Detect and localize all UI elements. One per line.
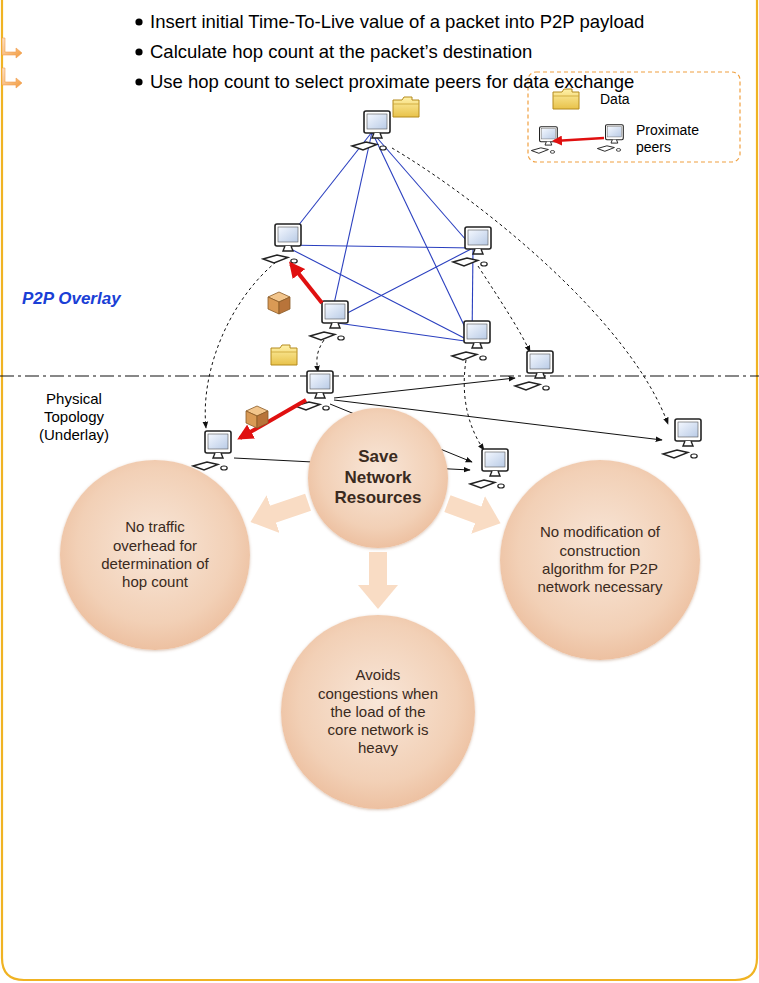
bullet-dot	[135, 48, 142, 55]
peer-computer	[310, 301, 348, 340]
overlay-peers	[263, 111, 491, 360]
step-arrow-icon	[2, 68, 22, 88]
peer-computer	[263, 224, 301, 263]
step-text: Insert initial Time-To-Live value of a p…	[150, 11, 644, 33]
block-arrow	[369, 552, 387, 587]
mapping-line	[205, 262, 276, 428]
overlay-link	[283, 245, 473, 248]
host-computer	[193, 431, 231, 470]
underlay-links	[234, 378, 662, 470]
circle-text: Avoids congestions when the load of the …	[317, 666, 439, 757]
overlay-link	[330, 132, 372, 322]
mapping-line	[464, 360, 484, 450]
peer-computer	[452, 321, 490, 360]
step-text: Calculate hop count at the packet’s dest…	[150, 41, 532, 63]
block-arrow	[447, 504, 480, 516]
goal-circle: Save Network Resources	[308, 408, 448, 548]
mapping-line	[392, 148, 668, 424]
packet-icon	[268, 292, 290, 314]
proximate-peer-arrow	[291, 264, 322, 303]
mapping-line	[317, 340, 324, 372]
mapping-lines	[205, 148, 668, 450]
overlay-link	[330, 248, 473, 322]
benefit-circle: Avoids congestions when the load of the …	[281, 615, 475, 809]
layer-label: P2P Overlay	[22, 289, 121, 309]
peer-computer	[352, 111, 390, 150]
bullet-dot	[135, 78, 142, 85]
host-computer	[515, 351, 553, 390]
underlay-link	[334, 378, 515, 398]
data-folder-icon	[393, 97, 419, 117]
circle-text: No traffic overhead for determination of…	[94, 518, 216, 591]
benefit-circle: No traffic overhead for determination of…	[60, 460, 250, 650]
step-arrow-icons	[2, 38, 22, 88]
layer-divider	[0, 375, 759, 376]
data-folder-icon	[271, 345, 297, 365]
peer-computer	[453, 227, 491, 266]
overlay-link	[372, 132, 472, 342]
bullet-dot	[135, 18, 142, 25]
overlay-link	[330, 322, 472, 342]
packet-icon	[246, 406, 268, 428]
block-arrow	[271, 502, 308, 515]
host-computer	[663, 419, 701, 458]
bullet-dots	[135, 18, 142, 85]
layer-label: Physical Topology (Underlay)	[18, 390, 130, 444]
step-arrow-icon	[2, 38, 22, 58]
circle-text: No modification of construction algorith…	[534, 523, 666, 596]
legend-red-arrow	[554, 138, 604, 141]
host-computer	[470, 449, 508, 488]
benefit-circle: No modification of construction algorith…	[500, 460, 700, 660]
legend-text: Proximate peers	[636, 122, 720, 156]
step-text: Use hop count to select proximate peers …	[150, 71, 634, 93]
circle-text: Save Network Resources	[326, 447, 430, 509]
legend-text: Data	[600, 91, 720, 108]
proximate-host-arrow	[240, 400, 306, 438]
overlay-link	[372, 132, 473, 248]
overlay-link	[283, 245, 472, 342]
legend-computer	[531, 127, 557, 154]
overlay-links	[283, 132, 473, 342]
